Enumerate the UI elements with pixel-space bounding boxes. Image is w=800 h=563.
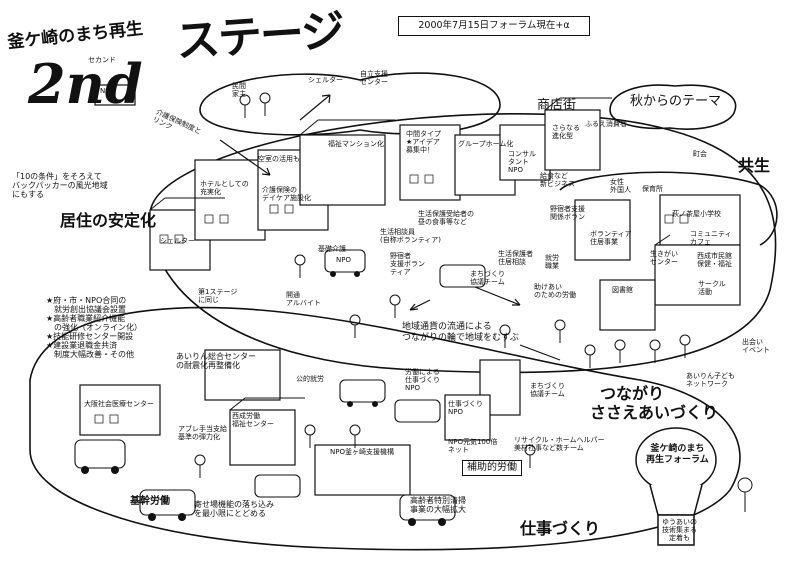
label-airin-kids: あいりん子ども ネットワーク [686, 372, 735, 388]
label-npo-100: NPO元気100倍 ネット [448, 438, 498, 454]
label-meal-base: 生活保護受給者の 昼の食事等など [418, 210, 474, 226]
label-npo-left: NPO [100, 87, 115, 95]
label-machi-team2: まちづくり 協議チーム [530, 382, 565, 398]
label-public-work: 公的就労 [296, 375, 324, 383]
label-npo-bus: NPO [336, 256, 351, 264]
note-community-currency: 地域通貨の流通による つながりの輪で地域をむすぶ [402, 322, 519, 343]
label-nursery: 保育所 [642, 185, 663, 193]
label-nishinari-labor: 西成労働 福祉センター [232, 412, 274, 428]
label-town-council: 町会 [693, 150, 707, 158]
label-mid-type: 中間タイプ ★アイデア 募集中！ [406, 130, 441, 154]
label-ghost-talk: 助けあい のための労働 [534, 283, 576, 299]
label-community-center: 生きがい センター [650, 250, 678, 266]
label-labor-npo: 労働による 仕事づくり NPO [405, 368, 440, 392]
label-community-cafe: コミュニティ カフェ [690, 230, 732, 246]
label-field-workers: 野宿者 支援ボラン ティア [390, 252, 425, 276]
note-first-stage-left: 第1ステージ に同じ [198, 288, 238, 304]
label-work-npo: 仕事づくり NPO [448, 400, 483, 416]
label-life-relief: 生活保護者 住居相談 [498, 250, 533, 266]
label-ohashi-kaikan: 大阪社会医療センター [84, 400, 154, 408]
label-recycle: リサイクル・ホームヘルパー 美村社事など数チーム [514, 436, 605, 452]
label-elderly-special: 高齢者特別清掃 事業の大幅拡大 [410, 496, 466, 514]
label-life-support: 生活相談員 (自称ボランティア) [380, 228, 442, 244]
label-care-insurance-day: 介護保険の デイケア施設化 [262, 186, 311, 202]
label-reception-part: 開通 アルバイト [286, 291, 321, 307]
theme-housing: 居住の安定化 [60, 211, 157, 230]
label-consultant: コンサル タント NPO [508, 150, 536, 174]
theme-work: 仕事づくり [520, 519, 601, 538]
forum-sub: ゆうあいの 技術集まる 定着も [662, 518, 697, 542]
label-circle: サークル 活動 [698, 280, 726, 296]
theme-connection-line2: ささえあいづくり [590, 403, 719, 422]
label-furue-consumer: ふるえ消費者 [585, 120, 627, 128]
label-foreigners: 女性 外国人 [610, 178, 631, 194]
label-shelter-top: シェルター [308, 76, 343, 84]
forum-badge: 釜ケ崎のまち 再生フォーラム [646, 444, 709, 465]
label-npo-sales: NPO釜ヶ崎支援機構 [330, 448, 394, 456]
title-reading: セカンド [88, 56, 116, 64]
note-work-list: ★府・市・NPO合同の 就労創出協議会設置 ★高齢者職業紹介機能 の強化（オンラ… [46, 296, 142, 359]
label-school: 萩ノ茶屋小学校 [672, 210, 721, 218]
label-events: 出会い イベント [742, 338, 770, 354]
label-temp-help: ボランティア 住居事業 [590, 230, 632, 246]
label-hotel: ホテルとしての 充実化 [200, 180, 249, 196]
label-benefits-new-biz: 給食など 新ビジネス [540, 172, 575, 188]
label-welfare-mansion: 福祉マンション化 [328, 140, 384, 148]
label-supplementary-labor: 補助的労働 [462, 460, 522, 476]
date-note: 2000年7月15日フォーラム現在+α [398, 16, 590, 36]
theme-connection-line1: つながり [600, 384, 665, 403]
theme-coexist: 共生 [738, 156, 771, 175]
label-volunteer-biz: 野宿者支援 関係ボラン [550, 205, 585, 221]
label-reduce-market: 寄せ場機能の落ち込み を最小限にとどめる [194, 500, 274, 518]
label-library: 図書館 [612, 286, 633, 294]
label-core-labor: 基幹労働 [130, 496, 170, 507]
label-group-home: グループホーム化 [458, 140, 514, 148]
label-basic-nursing: 基礎介護 [318, 245, 346, 253]
label-jobseekers: 就労 職業 [545, 254, 559, 270]
note-ten-conditions: 「10の条件」をそろえて バックパッカーの風光地域 にもする [12, 172, 108, 199]
label-further-evolution: さらなる 進化型 [552, 124, 580, 140]
title-2nd: 2nd [28, 52, 143, 116]
theme-shopping-street: 商店街 [537, 98, 577, 113]
label-nishinari-center: 西成市民館 保健・福祉 [697, 252, 732, 268]
label-shelter-left: シェルター [160, 237, 195, 245]
label-appeal-support: アブレ手当支給 基準の弾力化 [178, 425, 227, 441]
label-machi-team1: まちづくり 協議チーム [470, 270, 505, 286]
theme-autumn: 秋からのテーマ [630, 94, 722, 109]
label-airin-center: あいりん総合センター の耐震化再整備化 [176, 352, 256, 370]
label-private-owner: 民間 家主 [232, 82, 246, 98]
label-self-support: 自立支援 センター [360, 70, 388, 86]
label-empty-rooms: 空室の活用も [258, 155, 300, 163]
